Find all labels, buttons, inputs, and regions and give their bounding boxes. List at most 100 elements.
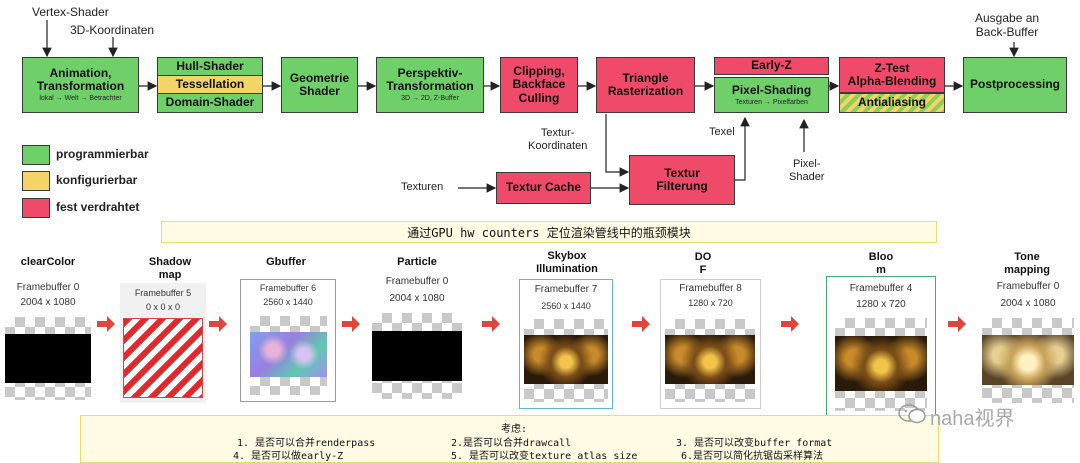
stage-domain-label: Domain-Shader [165,95,255,110]
stage-tessellation-label: Tessellation [175,76,245,91]
stage-perspective-sub: 3D → 2D, Z-Buffer [401,95,459,103]
stage-hull-label: Hull-Shader [176,58,244,73]
stage-pixel-title: Pixel-Shading [731,82,812,97]
fb-image-shadowmap [123,318,203,398]
stage-triangle-label: Triangle Rasterization [607,70,684,98]
flow-arrow-3 [342,316,360,332]
legend-label-fixed: fest verdrahtet [56,200,140,214]
consideration-3: 3. 是否可以改变buffer format [676,438,833,449]
fb-name-dof: DO F [694,251,712,276]
stage-perspective-title: Perspektiv- Transformation [386,65,474,94]
stage-animation-sub: lokal → Welt → Betrachter [39,95,122,103]
fb-name-gbuffer: Gbuffer [266,256,306,268]
stage-ztest: Z-Test Alpha-Blending [839,57,945,93]
stage-tessellation: Tessellation [158,76,262,94]
stage-hull: Hull-Shader [158,58,262,76]
consideration-4: 4. 是否可以做early-Z [233,451,344,462]
fb-image-skybox [524,319,608,402]
stage-triangle: Triangle Rasterization [596,57,695,113]
fb-size-7: 2004 x 1080 [1000,298,1056,309]
stage-texture-cache-label: Textur Cache [505,180,582,195]
bottleneck-banner: 通过GPU hw counters 定位渲染管线中的瓶颈模块 [161,221,937,243]
fb-label-6: Framebuffer 4 [849,283,913,294]
flow-arrow-2 [209,316,227,332]
stage-postprocessing-label: Postprocessing [969,77,1061,92]
legend-swatch-fixed [22,198,50,218]
fb-frame-skybox [519,279,613,409]
wechat-icon [898,403,926,425]
flow-arrow-5 [632,316,650,332]
fb-label-4: Framebuffer 7 [534,284,598,295]
stage-texture-cache: Textur Cache [496,172,591,204]
consideration-2: 2.是否可以合并drawcall [451,438,572,449]
watermark-text: naha视界 [930,408,1015,430]
fb-image-particle [372,313,462,399]
pixel-shader-label: Pixel- Shader [789,158,825,183]
fb-name-tonemapping: Tone mapping [1004,251,1050,276]
stage-clipping: Clipping, Backface Culling [500,57,578,113]
framebuffer-flow-arrows [97,316,966,332]
stage-clipping-label: Clipping, Backface Culling [512,64,566,105]
flow-arrow-1 [97,316,115,332]
considerations-box: 考虑: 1. 是否可以合并renderpass 2.是否可以合并drawcall… [80,415,939,463]
fb-image-bloom [835,318,927,411]
fb-frame-gbuffer [240,279,336,402]
output-label: Ausgabe an Back-Buffer [975,11,1040,39]
flow-arrow-7 [948,316,966,332]
stage-earlyz: Early-Z [714,57,829,75]
consideration-5: 5. 是否可以改变texture atlas size [451,451,638,462]
stage-ztest-label: Z-Test Alpha-Blending [847,60,937,88]
fb-image-clearcolor [5,317,91,400]
fb-name-shadowmap: Shadow map [148,256,192,281]
stage-antialiasing-label: Antialiasing [857,95,926,110]
fb-name-clearcolor: clearColor [20,256,76,268]
fb-name-skybox: Skybox Illumination [536,250,598,275]
stage-hull-group: Hull-Shader Tessellation Domain-Shader [157,57,263,113]
fb-name-bloom: Bloo m [868,251,894,276]
flow-arrow-4 [482,316,500,332]
stage-earlyz-label: Early-Z [751,58,792,73]
fb-label-0: Framebuffer 0 [16,282,80,293]
vertex-shader-label: Vertex-Shader [32,5,109,19]
stage-postprocessing: Postprocessing [963,57,1067,113]
fb-label-3: Framebuffer 0 [385,276,449,287]
stage-antialiasing: Antialiasing [839,93,945,113]
stage-geometry-label: Geometrie Shader [289,70,350,98]
legend-swatch-programmable [22,145,50,165]
stage-geometry: Geometrie Shader [281,57,358,113]
stage-domain: Domain-Shader [158,94,262,112]
legend-label-programmable: programmierbar [56,147,149,161]
fb-frame-dof [660,279,761,409]
fb-size-1: 0 x 0 x 0 [145,302,181,312]
fb-label-7: Framebuffer 0 [996,281,1060,292]
flow-arrow-6 [781,316,799,332]
fb-size-4: 2560 x 1440 [541,301,591,311]
fb-size-3: 2004 x 1080 [389,293,445,304]
texturen-label: Texturen [401,181,444,193]
fb-name-particle: Particle [397,256,437,268]
stage-pixel-shading: Pixel-Shading Texturen → Pixelfarben [714,77,829,113]
fb-size-2: 2560 x 1440 [263,297,313,307]
coords-3d-label: 3D-Koordinaten [70,23,155,37]
stage-texture-filter: Textur Filterung [629,155,735,205]
fb-size-5: 1280 x 720 [688,298,733,308]
texcoords-label: Textur- Koordinaten [528,127,588,152]
fb-label-5: Framebuffer 8 [679,283,742,294]
fb-image-dof [665,319,755,402]
fb-label-2: Framebuffer 6 [259,283,317,293]
consideration-6: 6.是否可以简化抗锯齿采样算法 [681,451,824,462]
fb-size-6: 1280 x 720 [856,299,906,310]
pipeline-connectors [42,20,1019,193]
stage-animation: Animation, Transformation lokal → Welt →… [22,57,139,113]
texel-label: Texel [709,126,735,138]
legend-swatch-configurable [22,171,50,191]
fb-label-1: Framebuffer 5 [134,288,192,298]
consideration-1: 1. 是否可以合并renderpass [237,438,376,449]
stage-pixel-sub: Texturen → Pixelfarben [735,98,808,106]
stage-texture-filter-label: Textur Filterung [656,165,708,193]
fb-size-0: 2004 x 1080 [20,297,76,308]
fb-image-tonemapping [982,318,1074,403]
considerations-title: 考虑: [501,424,528,435]
stage-perspective: Perspektiv- Transformation 3D → 2D, Z-Bu… [376,57,484,113]
legend-label-configurable: konfigurierbar [56,173,138,187]
